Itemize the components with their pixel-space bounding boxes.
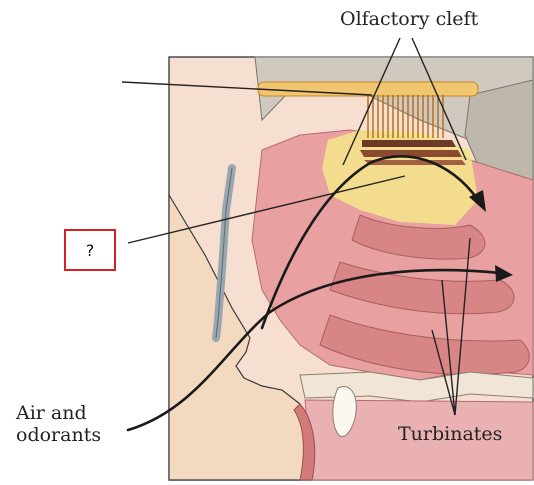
leader-question	[127, 175, 406, 244]
leader-lines	[121, 37, 471, 416]
label-air-and-odorants: Air and odorants	[16, 402, 101, 446]
olfactory-epithelium-layers	[360, 140, 466, 165]
label-air-line2: odorants	[16, 424, 102, 446]
tooth	[332, 386, 357, 437]
olfactory-receptor-fibers	[367, 95, 444, 138]
airflow-arrows	[126, 155, 502, 432]
superior-turbinate	[351, 214, 486, 260]
airflow-lower-arrowhead	[495, 265, 513, 282]
label-olfactory-cleft: Olfactory cleft	[340, 8, 479, 30]
airflow-upper-path	[260, 155, 480, 330]
leader-olfactory-right	[411, 37, 467, 161]
inferior-turbinate	[319, 314, 530, 375]
olfactory-nerve-band	[257, 81, 479, 97]
airflow-upper-arrowhead	[469, 190, 486, 212]
airflow-lower-path	[126, 268, 502, 432]
leader-turbinate-1	[454, 237, 471, 416]
leader-turbinate-3	[431, 329, 456, 416]
anatomy-illustration	[168, 56, 534, 481]
leader-turbinate-2	[441, 279, 456, 416]
nasal-cartilage-edge	[215, 167, 233, 339]
leader-top-left	[121, 81, 373, 96]
question-mark: ?	[85, 240, 95, 260]
leader-olfactory-left	[342, 37, 401, 166]
unknown-label-box[interactable]: ?	[64, 229, 116, 271]
lip	[293, 403, 316, 481]
label-turbinates: Turbinates	[398, 423, 503, 445]
label-air-line1: Air and	[16, 402, 87, 424]
